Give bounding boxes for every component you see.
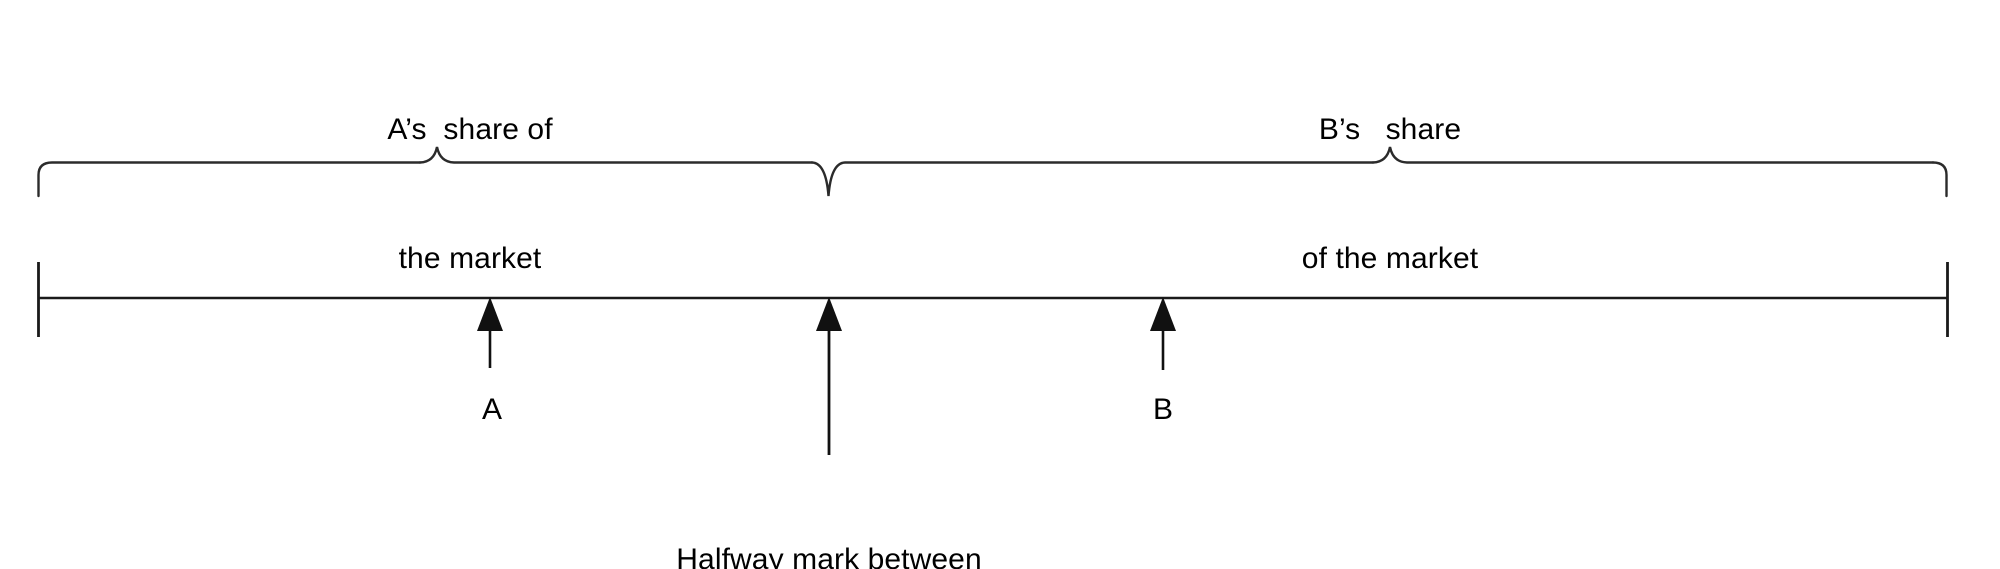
label-halfway-caption-line1: Halfway mark between (676, 543, 982, 569)
arrow-b-head (1150, 297, 1176, 331)
label-point-a: A (481, 393, 503, 426)
label-a-market-share: A’s share of the market (270, 22, 670, 366)
market-share-brace (37, 146, 1948, 198)
brace-right-corner (1931, 161, 1948, 198)
label-a-market-share-line2: the market (398, 242, 542, 275)
number-line-axis (37, 262, 1949, 337)
label-b-market-share: B’s share of the market (1190, 22, 1590, 366)
brace-left-corner (37, 161, 422, 198)
arrow-marker-halfway (816, 297, 842, 455)
label-halfway-caption: Halfway mark between A and B (579, 452, 1079, 569)
arrow-halfway-head (816, 297, 842, 331)
arrow-marker-a (477, 297, 503, 368)
brace-peak-left (418, 146, 814, 164)
label-a-market-share-line1: A’s share of (387, 113, 553, 146)
brace-center-spike (810, 161, 1375, 197)
label-b-market-share-line1: B’s share (1318, 113, 1462, 146)
arrow-a-head (477, 297, 503, 331)
brace-peak-right (1371, 146, 1935, 164)
label-point-b: B (1152, 393, 1174, 426)
arrow-marker-b (1150, 297, 1176, 370)
label-b-market-share-line2: of the market (1301, 242, 1479, 275)
